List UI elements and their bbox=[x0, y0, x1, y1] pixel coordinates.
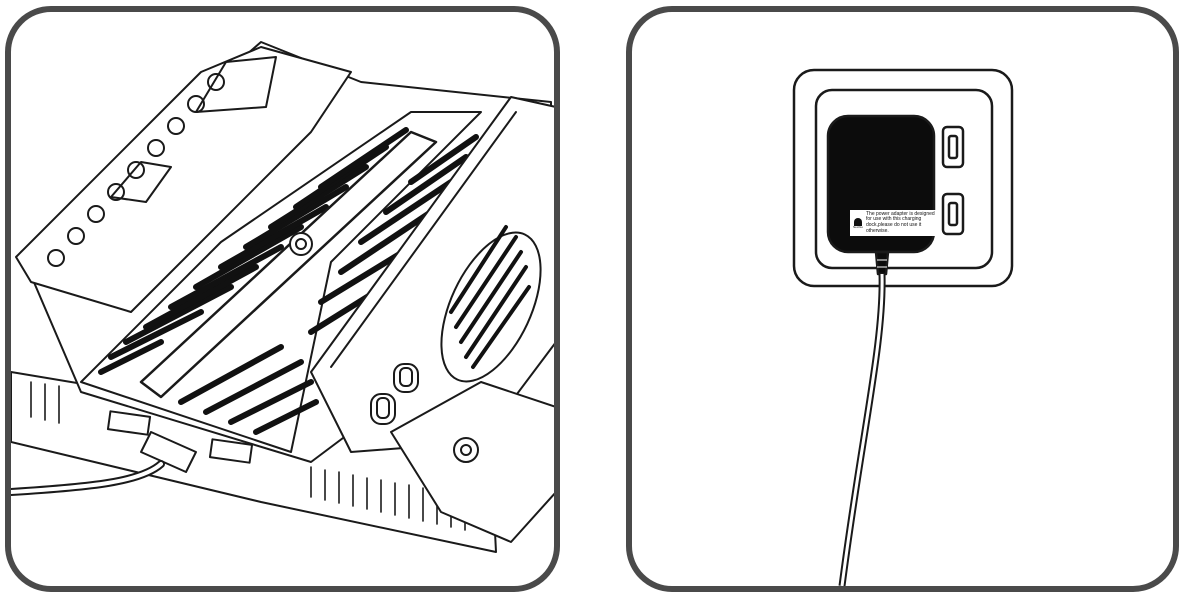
adapter-notice-text: The power adapter is designed for use wi… bbox=[866, 210, 935, 234]
fan-grille bbox=[440, 225, 542, 383]
outlet-usb-port bbox=[941, 125, 965, 169]
outlet-usb-port bbox=[941, 192, 965, 236]
console-slot bbox=[139, 130, 438, 399]
charging-dock-illustration bbox=[11, 41, 554, 553]
usb-port bbox=[208, 438, 254, 464]
left-illustration-panel bbox=[5, 6, 560, 592]
brand-logo: NexiGo bbox=[853, 214, 863, 232]
brand-name: NexiGo bbox=[853, 224, 864, 229]
cord-strain-relief bbox=[874, 250, 890, 276]
usb-port bbox=[106, 410, 152, 436]
screw-icon bbox=[289, 232, 313, 256]
knob-row bbox=[47, 73, 225, 267]
right-illustration-panel: NexiGo The power adapter is designed for… bbox=[626, 6, 1179, 592]
usb-plug bbox=[140, 431, 197, 473]
wall-outlet-illustration bbox=[792, 68, 1014, 586]
handle-slot bbox=[195, 56, 277, 113]
adapter-warning-label: NexiGo The power adapter is designed for… bbox=[850, 210, 940, 236]
controller-charging-pegs bbox=[370, 363, 419, 425]
